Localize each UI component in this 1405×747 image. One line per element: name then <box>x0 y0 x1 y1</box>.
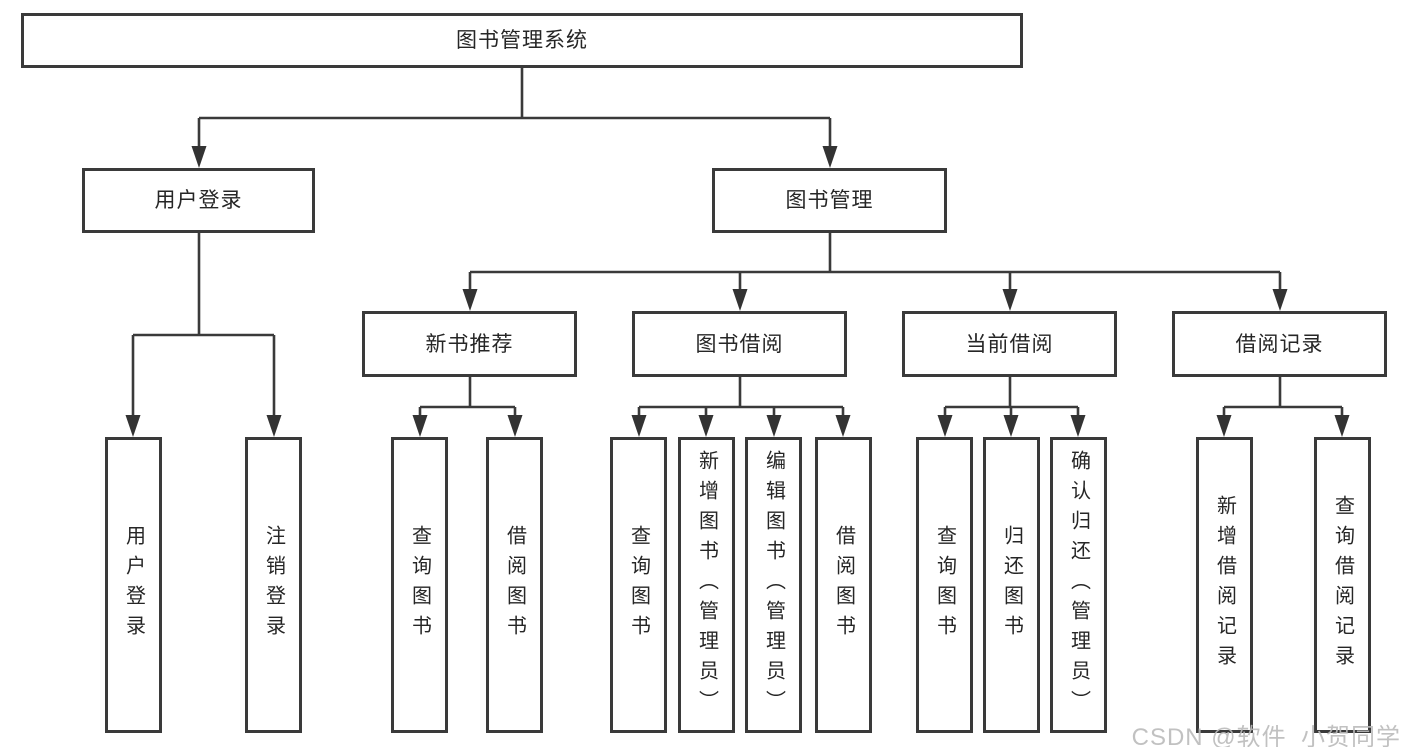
node-label: 借阅图书 <box>832 525 855 645</box>
leaf-query-books-current: 查询图书 <box>916 437 973 733</box>
leaf-edit-books-admin: 编辑图书（管理员） <box>745 437 802 733</box>
node-label: 借阅记录 <box>1235 332 1324 356</box>
node-current-borrowing: 当前借阅 <box>902 311 1117 377</box>
node-label: 借阅图书 <box>503 525 526 645</box>
leaf-borrow-books: 借阅图书 <box>815 437 872 733</box>
node-label: 查询图书 <box>408 525 431 645</box>
node-label: 用户登录 <box>122 525 145 645</box>
node-label: 确认归还（管理员） <box>1067 450 1090 720</box>
arrowhead-icons <box>125 146 1350 437</box>
leaf-user-login: 用户登录 <box>105 437 162 733</box>
node-label: 图书管理系统 <box>456 29 588 52</box>
leaf-confirm-return-admin: 确认归还（管理员） <box>1050 437 1107 733</box>
node-root-system: 图书管理系统 <box>21 13 1023 68</box>
node-label: 新增图书（管理员） <box>695 450 718 720</box>
leaf-add-borrow-record: 新增借阅记录 <box>1196 437 1253 733</box>
node-label: 新增借阅记录 <box>1213 495 1236 675</box>
node-label: 图书借阅 <box>695 332 784 356</box>
node-book-management: 图书管理 <box>712 168 947 233</box>
node-label: 新书推荐 <box>425 332 514 356</box>
node-label: 编辑图书（管理员） <box>762 450 785 720</box>
node-label: 查询借阅记录 <box>1331 495 1354 675</box>
leaf-query-borrow-record: 查询借阅记录 <box>1314 437 1371 733</box>
leaf-logout: 注销登录 <box>245 437 302 733</box>
leaf-add-books-admin: 新增图书（管理员） <box>678 437 735 733</box>
node-label: 当前借阅 <box>965 332 1054 356</box>
leaf-return-books: 归还图书 <box>983 437 1040 733</box>
node-label: 图书管理 <box>785 189 874 212</box>
node-label: 注销登录 <box>262 525 285 645</box>
node-label: 查询图书 <box>933 525 956 645</box>
leaf-query-books-recommend: 查询图书 <box>391 437 448 733</box>
leaf-borrow-books-recommend: 借阅图书 <box>486 437 543 733</box>
node-label: 用户登录 <box>154 189 243 212</box>
node-label: 归还图书 <box>1000 525 1023 645</box>
node-new-book-recommend: 新书推荐 <box>362 311 577 377</box>
node-user-login: 用户登录 <box>82 168 315 233</box>
watermark: CSDN @软件_小贺同学 <box>1131 724 1401 747</box>
node-borrowing-records: 借阅记录 <box>1172 311 1387 377</box>
leaf-query-books-borrow: 查询图书 <box>610 437 667 733</box>
node-book-borrowing: 图书借阅 <box>632 311 847 377</box>
node-label: 查询图书 <box>627 525 650 645</box>
